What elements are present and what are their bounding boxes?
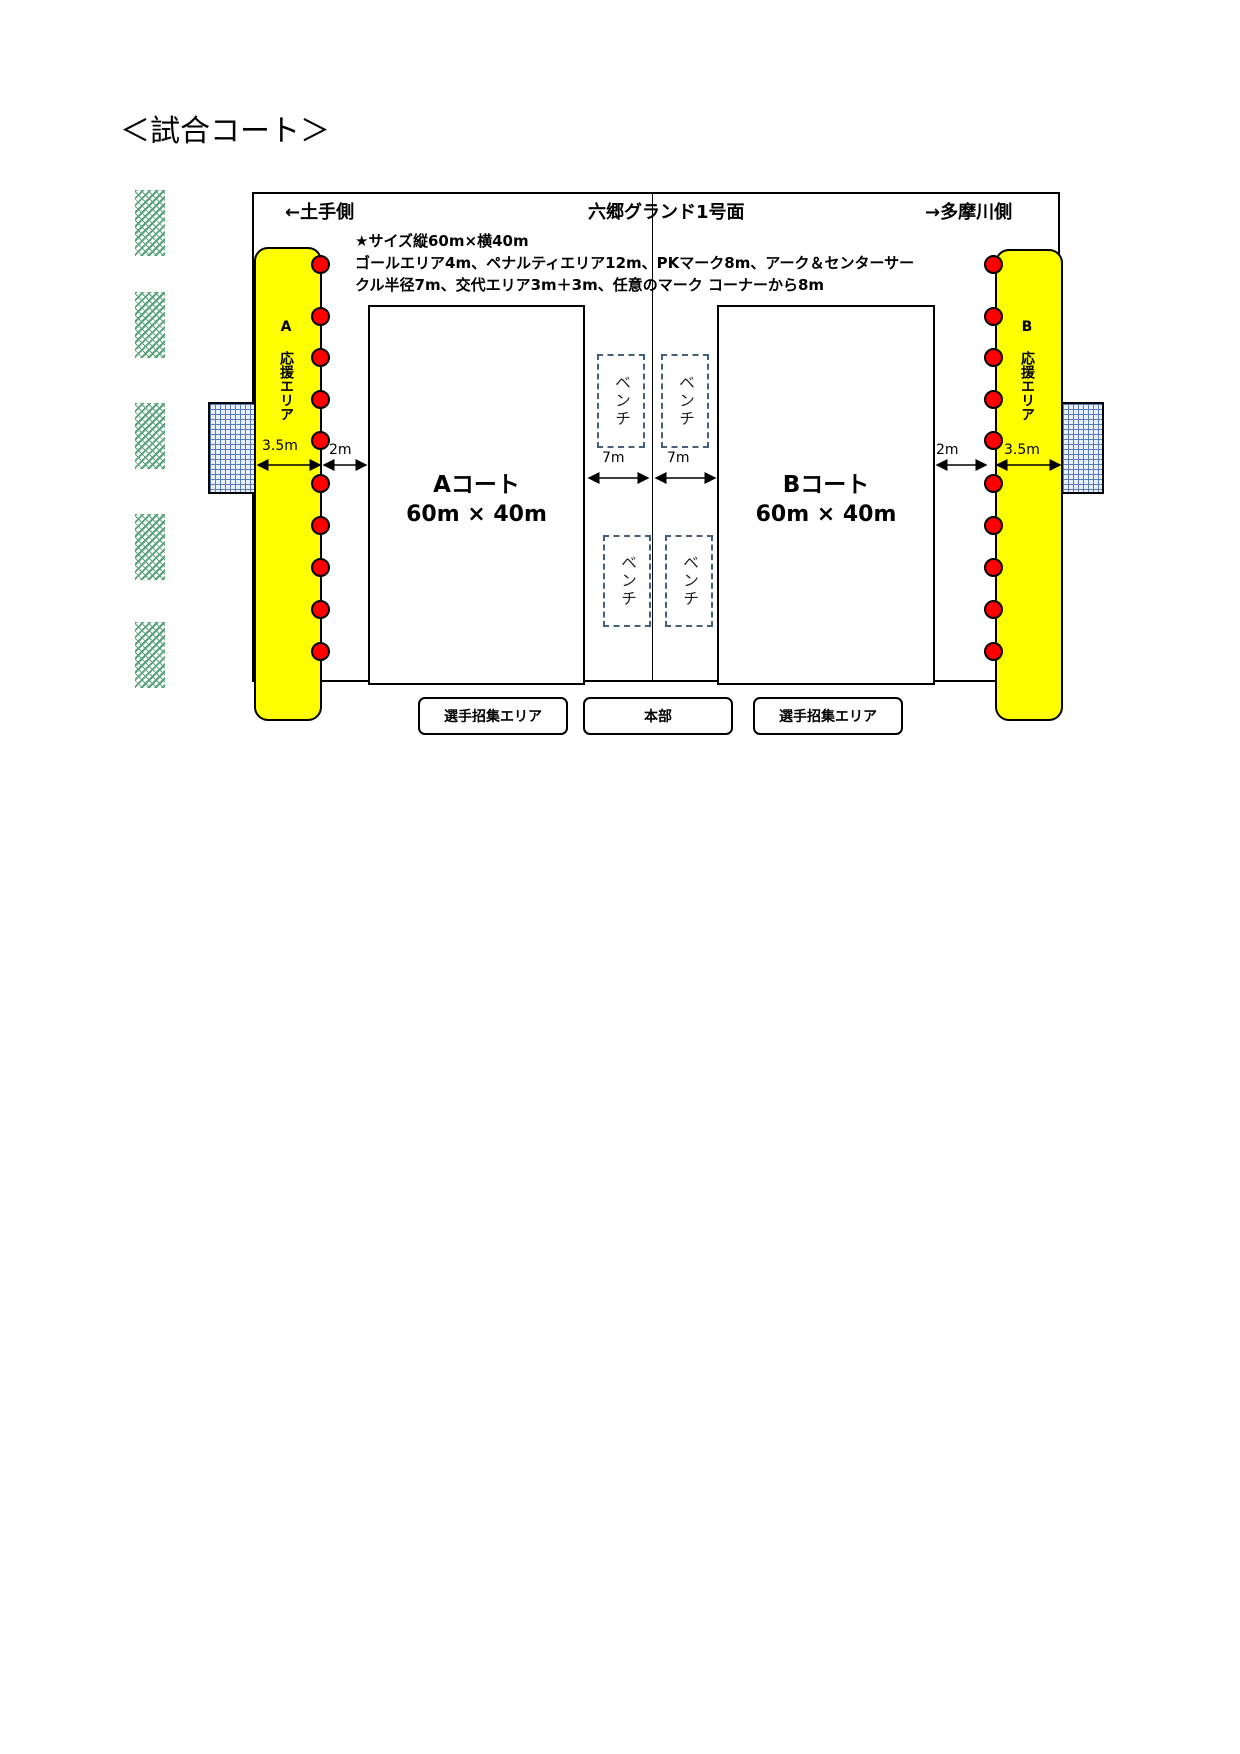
tent-assembly-left: 選手招集エリア	[418, 697, 568, 735]
header-left: ←土手側	[285, 202, 355, 223]
dim-gap-a: 2m	[329, 442, 352, 458]
support-area-a	[254, 247, 322, 721]
marker-dot	[984, 474, 1003, 493]
dim-support-a: 3.5m	[262, 438, 298, 454]
marker-dot	[311, 255, 330, 274]
bench-b-top: ベンチ	[661, 354, 709, 448]
page-title: ＜試合コート＞	[120, 114, 330, 149]
center-line	[652, 192, 653, 680]
marker-dot	[984, 431, 1003, 450]
goal-right	[1056, 402, 1104, 494]
marker-dot	[984, 600, 1003, 619]
dim-gap-b: 2m	[936, 442, 959, 458]
tree-icon	[135, 622, 165, 688]
marker-dot	[984, 348, 1003, 367]
tree-icon	[135, 292, 165, 358]
court-a-size: 60m × 40m	[406, 502, 547, 527]
support-area-b-label: B 応援エリア	[1019, 319, 1035, 421]
support-area-a-label: A 応援エリア	[278, 319, 294, 421]
support-area-b	[995, 249, 1063, 721]
marker-dot	[311, 474, 330, 493]
court-a-title: Aコート	[433, 472, 520, 498]
marker-dot	[984, 642, 1003, 661]
court-b-title: Bコート	[782, 472, 870, 498]
marker-dot	[311, 642, 330, 661]
bench-a-bottom: ベンチ	[603, 535, 651, 627]
marker-dot	[984, 558, 1003, 577]
marker-dot	[311, 431, 330, 450]
marker-dot	[984, 516, 1003, 535]
note-line-2: ゴールエリア4m、ペナルティエリア12m、PKマーク8m、アーク＆センターサー	[355, 254, 915, 272]
tent-assembly-right: 選手招集エリア	[753, 697, 903, 735]
marker-dot	[311, 348, 330, 367]
header-center: 六郷グランド1号面	[588, 202, 745, 223]
tree-icon	[135, 403, 165, 469]
tree-icon	[135, 514, 165, 580]
tree-icon	[135, 190, 165, 256]
goal-left	[208, 402, 256, 494]
bench-a-top: ベンチ	[597, 354, 645, 448]
marker-dot	[311, 307, 330, 326]
marker-dot	[311, 600, 330, 619]
marker-dot	[984, 390, 1003, 409]
marker-dot	[984, 307, 1003, 326]
note-line-1: ★サイズ縦60m×横40m	[355, 232, 529, 250]
dim-bench-b: 7m	[667, 450, 690, 466]
dimension-arrows	[256, 459, 1062, 484]
marker-dot	[311, 558, 330, 577]
header-right: →多摩川側	[925, 202, 1013, 223]
bench-b-bottom: ベンチ	[665, 535, 713, 627]
court-b	[717, 305, 935, 685]
marker-dot	[311, 390, 330, 409]
court-b-size: 60m × 40m	[755, 502, 897, 527]
marker-dot	[984, 255, 1003, 274]
tent-headquarters: 本部	[583, 697, 733, 735]
note-line-3: クル半径7m、交代エリア3m＋3m、任意のマーク コーナーから8m	[355, 276, 825, 294]
marker-dot	[311, 516, 330, 535]
dim-support-b: 3.5m	[1004, 442, 1040, 458]
court-a	[368, 305, 585, 685]
field-bottom-line	[252, 680, 1060, 682]
dim-bench-a: 7m	[602, 450, 625, 466]
